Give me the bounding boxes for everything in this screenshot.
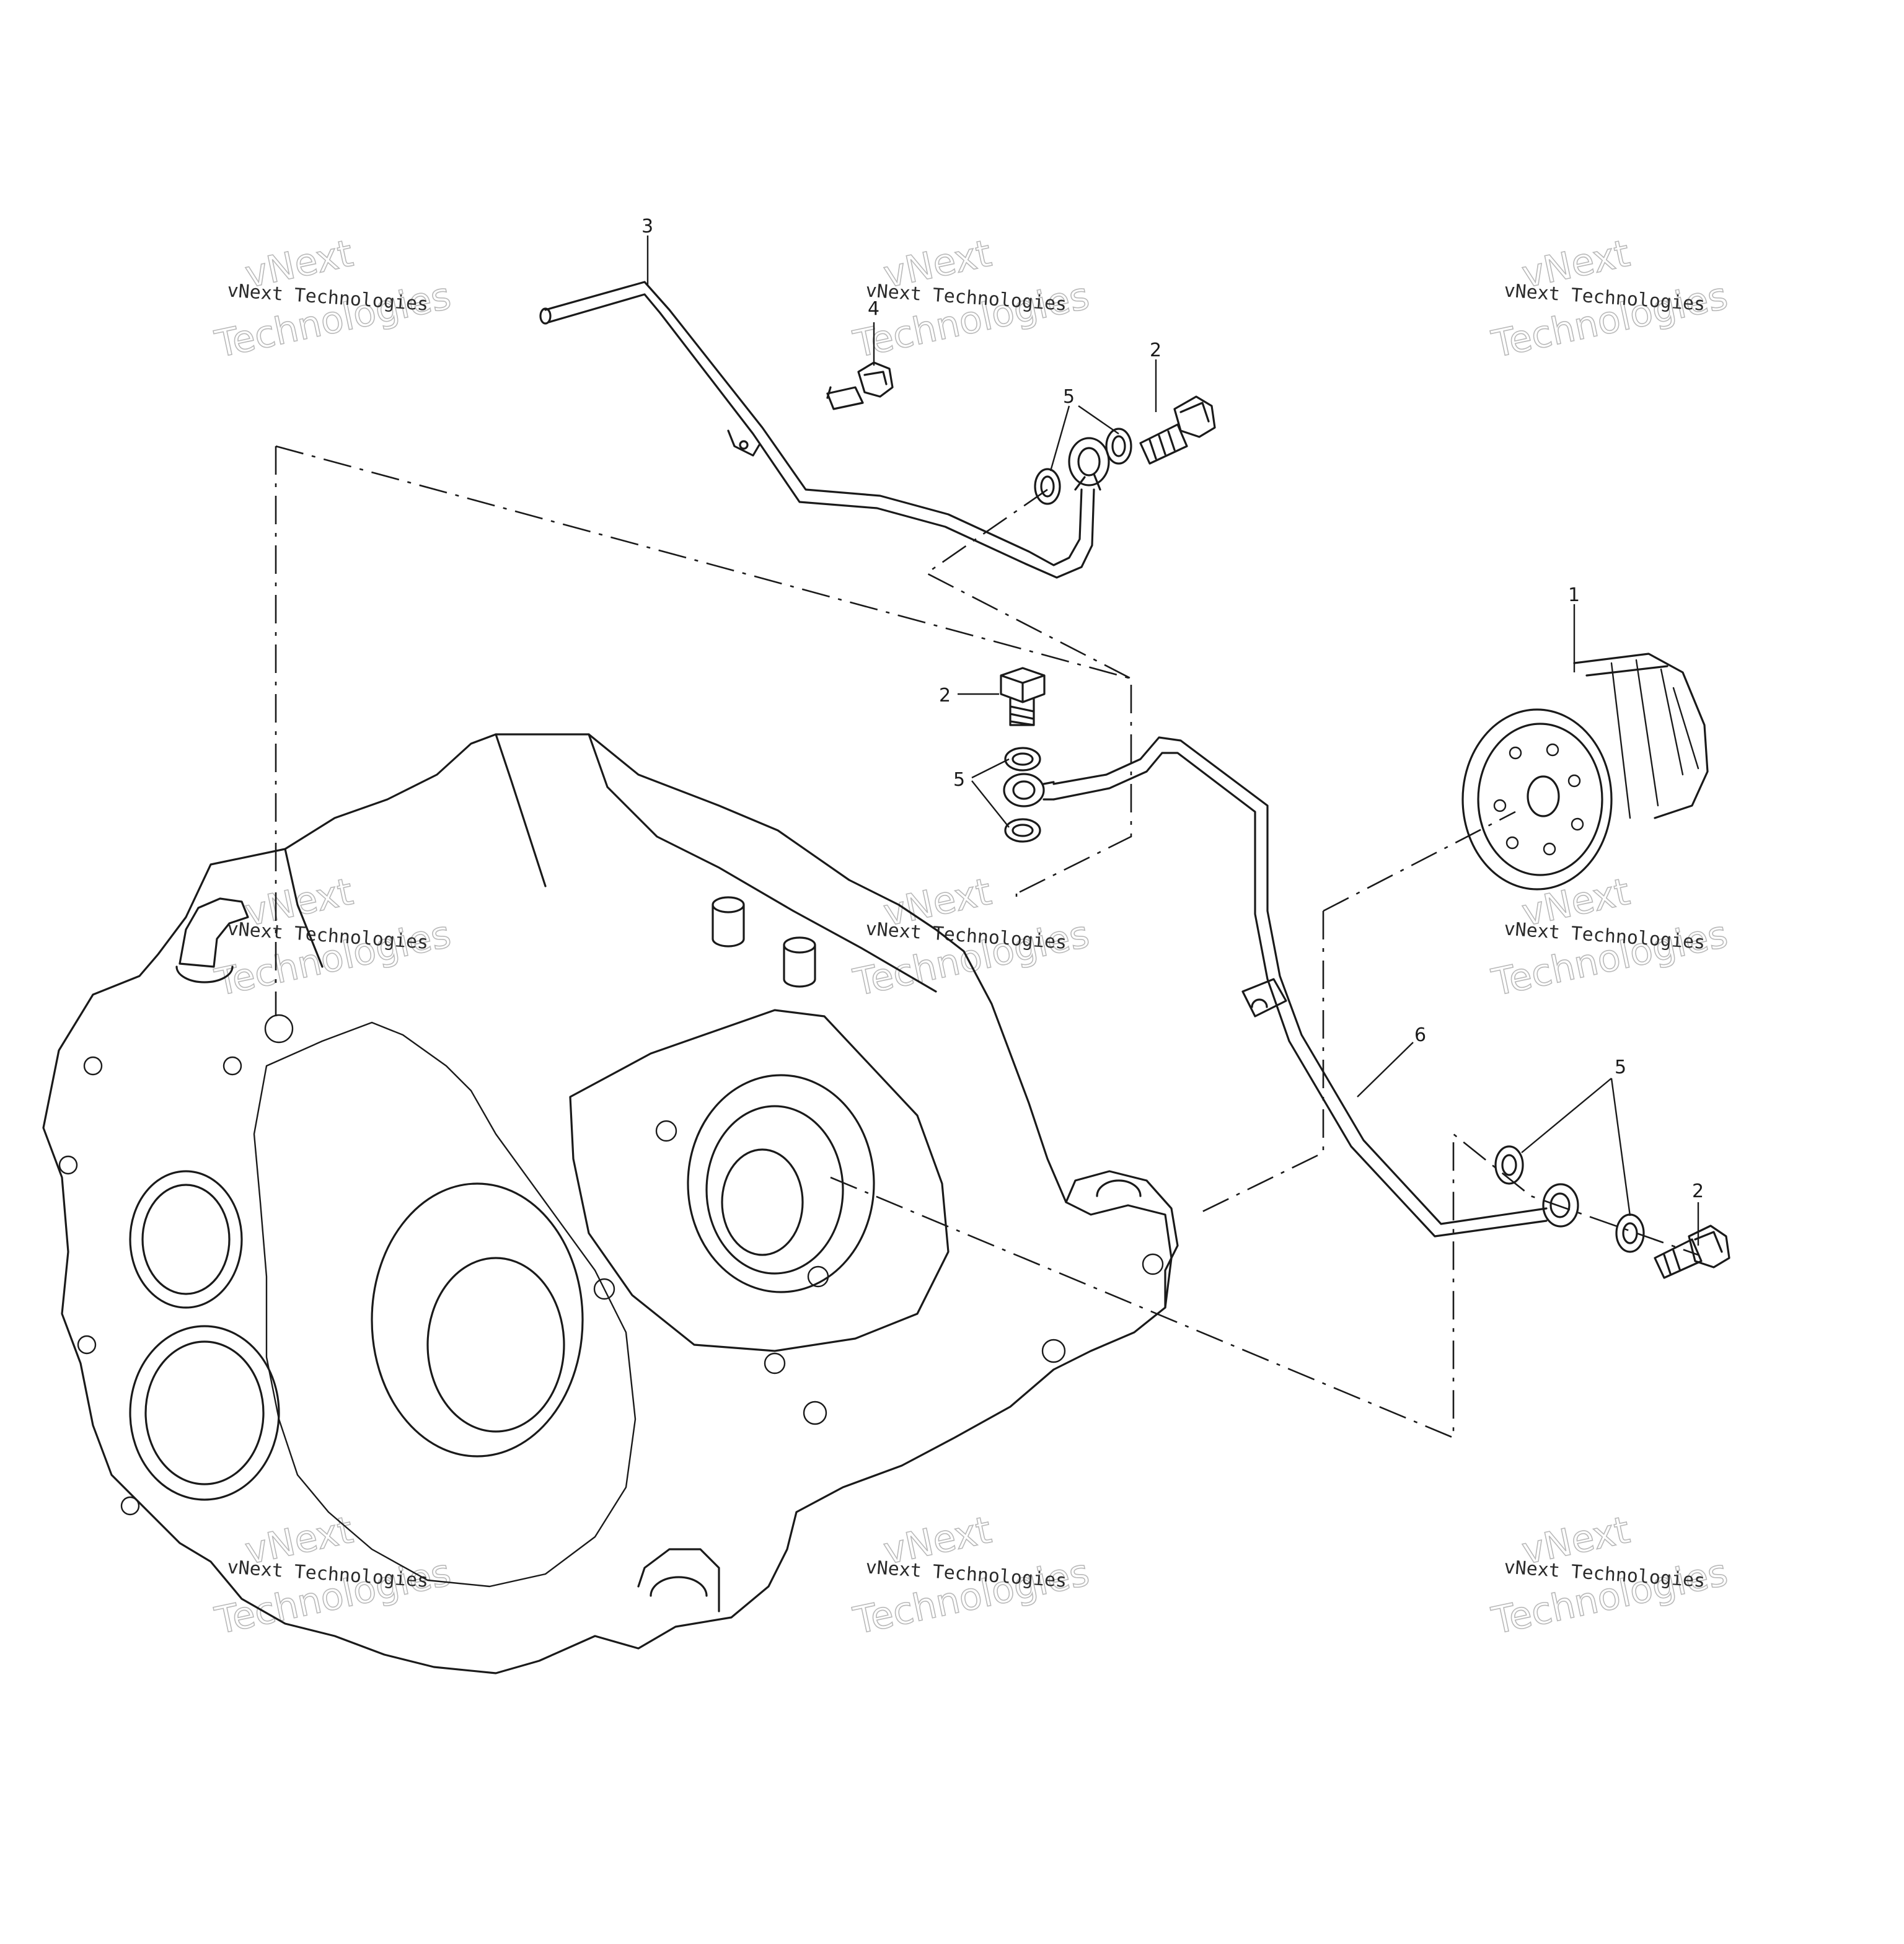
upper-oil-pipe-end	[539, 307, 552, 325]
mid-washer-lower	[1004, 818, 1041, 843]
upper-washers	[1034, 428, 1132, 505]
bolt-4-shank	[826, 386, 864, 410]
watermark-top-right: vNext Technologies vNext Technologies	[1488, 231, 1732, 367]
cylinder-bore	[687, 1074, 875, 1293]
callout-5a-label: 5	[1063, 386, 1075, 408]
cylinder-mount-block	[569, 1009, 950, 1352]
crankcase-gasket-flange	[253, 1021, 637, 1588]
crankcase-outline	[42, 733, 1173, 1674]
watermark-bottom-center: vNext Technologies vNext Technologies	[849, 1508, 1093, 1643]
upper-oil-pipe-tube	[544, 281, 1095, 579]
watermark-bottom-right: vNext Technologies vNext Technologies	[1488, 1508, 1732, 1643]
watermark-mid-left: vNext Technologies vNext Technologies	[211, 869, 455, 1005]
callout-3-label: 3	[641, 216, 653, 237]
lower-washer-left-hole	[1501, 1154, 1517, 1176]
watermark-mid-center: vNext Technologies vNext Technologies	[849, 869, 1093, 1005]
cylinder-bore-core	[721, 1148, 804, 1256]
mid-washer-lower-hole	[1011, 824, 1034, 837]
upper-banjo-bolt	[1139, 395, 1216, 465]
clutch-housing-bore	[371, 1182, 584, 1458]
lower-left-bearing-bore-inner	[144, 1340, 265, 1485]
callout-2a-label: 2	[1150, 340, 1161, 361]
phantom-lines	[275, 445, 1699, 1439]
bolt-4	[826, 361, 894, 410]
mid-washer-upper-hole	[1011, 752, 1034, 766]
callout-5b-leader	[971, 758, 1010, 828]
lower-banjo-bolt-shank	[1654, 1238, 1703, 1279]
phantom-line-upper-frame	[275, 445, 1132, 1016]
clutch-housing-inner	[426, 1257, 565, 1433]
right-pipe-clamp	[1241, 978, 1287, 1018]
crankcase-dowel-2	[783, 936, 816, 988]
oil-filter-body	[1573, 653, 1709, 819]
lower-banjo-bolt	[1654, 1225, 1730, 1279]
upper-banjo-bolt-head	[1173, 395, 1216, 438]
callouts: 1 2 2 2 3 4 5 5 5 6	[641, 216, 1704, 1246]
upper-pipe-bracket-hole	[739, 440, 749, 450]
callout-6-leader	[1357, 1042, 1414, 1097]
lower-banjo-bolt-head	[1688, 1225, 1730, 1269]
upper-banjo-bolt-shank	[1139, 423, 1188, 465]
oil-filter-center-hole	[1527, 775, 1560, 817]
lower-banjo-fitting	[1542, 1183, 1579, 1228]
oil-filter-bolt-holes	[1493, 743, 1584, 856]
crankcase-top-ridge	[284, 733, 937, 993]
mid-washers	[1004, 747, 1041, 843]
lower-sump-boss	[637, 1548, 720, 1612]
callout-5c-label: 5	[1615, 1057, 1626, 1078]
left-bearing-bore	[129, 1170, 243, 1309]
cylinder-bore-inner	[705, 1105, 844, 1275]
callout-5b-label: 5	[953, 769, 965, 791]
oil-filter-base-rim	[1477, 723, 1603, 876]
mid-banjo-bolt-head	[1000, 667, 1046, 703]
lower-washer-right	[1615, 1213, 1645, 1253]
watermarks: vNext Technologies vNext Technologies vN…	[211, 231, 1732, 1643]
upper-washer-left-hole	[1040, 475, 1055, 498]
mid-washer-upper	[1004, 747, 1041, 772]
upper-washer-right-hole	[1111, 435, 1126, 457]
right-oil-pipe	[1003, 736, 1579, 1238]
upper-pipe-bracket-tab	[727, 429, 760, 457]
crankcase-breather-elbow	[175, 897, 249, 983]
crankcase-dowel-1	[712, 896, 745, 948]
oil-pump-outlet-boss	[1065, 1170, 1179, 1309]
callout-5c-leader	[1521, 1078, 1631, 1216]
upper-washer-left	[1034, 468, 1061, 505]
upper-oil-pipe	[539, 281, 1110, 579]
lower-left-bearing-bore	[129, 1325, 280, 1501]
crankcase-bolt-bosses	[58, 1014, 1164, 1516]
callout-2c-label: 2	[1692, 1181, 1704, 1202]
left-bearing-bore-inner	[141, 1184, 231, 1295]
watermark-top-center: vNext Technologies vNext Technologies	[849, 231, 1093, 367]
oil-filter	[1461, 653, 1709, 891]
watermark-mid-right: vNext Technologies vNext Technologies	[1488, 869, 1732, 1005]
callout-2b-label: 2	[939, 685, 951, 706]
mid-banjo-fitting	[1003, 773, 1055, 807]
callout-4-label: 4	[868, 298, 879, 320]
mid-banjo-bolt-shank	[1009, 698, 1035, 726]
bolt-4-head	[857, 361, 894, 398]
lower-washers	[1494, 1145, 1645, 1253]
mid-banjo-bolt	[1000, 667, 1046, 726]
callout-6-label: 6	[1414, 1024, 1426, 1046]
callout-5a-leader	[1049, 405, 1119, 472]
oil-filter-base-plate	[1461, 708, 1613, 891]
upper-washer-right	[1105, 428, 1132, 465]
upper-banjo-fitting	[1068, 437, 1110, 491]
crankcase	[42, 733, 1179, 1674]
oil-filter-flutes	[1610, 659, 1699, 819]
lower-washer-right-hole	[1622, 1222, 1638, 1244]
callout-1-label: 1	[1568, 584, 1580, 606]
phantom-line-lower-frame	[830, 811, 1699, 1439]
lower-washer-left	[1494, 1145, 1524, 1185]
watermark-top-left: vNext Technologies vNext Technologies	[211, 231, 455, 367]
right-oil-pipe-tube	[1052, 736, 1548, 1238]
